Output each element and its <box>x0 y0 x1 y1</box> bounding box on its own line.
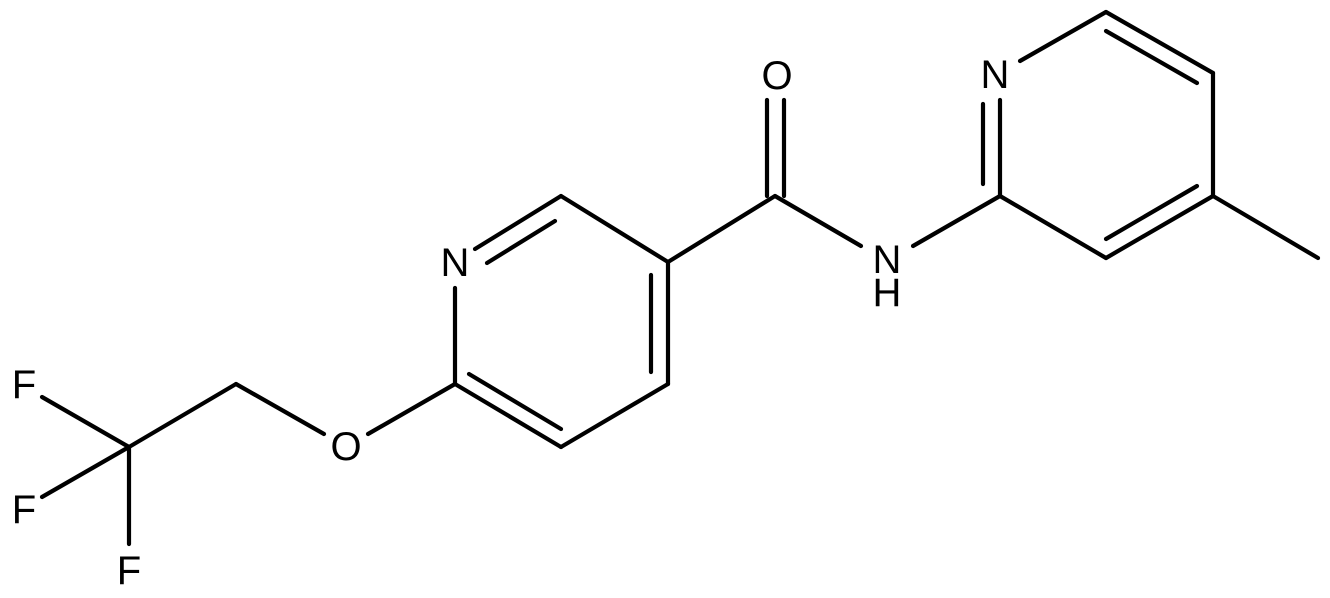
atom-label-o-carbonyl: O <box>761 54 792 98</box>
bond-methyl <box>1210 193 1321 261</box>
atom-label-n-pyridine-right: N <box>981 53 1010 97</box>
atom-label-f3: F <box>117 549 141 593</box>
bond-rc3-rc2 <box>997 193 1109 261</box>
bond-rc4-rc3-inner <box>1103 183 1200 242</box>
bond-carbonyl-n <box>772 193 864 249</box>
bond-n1-c2 <box>472 193 564 252</box>
atom-label-f1: F <box>12 363 36 407</box>
atom-label-h-amide: H <box>873 271 902 315</box>
bond-c6-o <box>365 381 458 437</box>
atom-label-n-amide: N <box>873 238 902 282</box>
bond-rc4-rc3 <box>1103 193 1216 261</box>
bond-rc6-rc5-inner <box>1103 28 1200 86</box>
bond-c4-c5 <box>558 381 671 450</box>
bond-c2-c3 <box>558 193 671 265</box>
amide-group <box>665 97 1003 265</box>
bond-cf3-f1 <box>39 394 132 450</box>
atom-label-n-pyridine-left: N <box>441 241 470 285</box>
bond-c5-c6 <box>452 381 564 450</box>
bond-rc6-rc5 <box>1103 9 1216 76</box>
bond-ch2-cf3 <box>126 381 239 450</box>
left-pyridine-ring <box>452 193 671 450</box>
bond-n1-c2-inner <box>484 218 558 266</box>
atom-label-o-ether: O <box>330 425 361 469</box>
bond-c5-c6-inner <box>466 371 564 432</box>
trifluoroethoxy-group <box>39 381 458 547</box>
bond-n-pyridyl <box>910 193 1003 249</box>
atom-label-f2: F <box>12 488 36 532</box>
bond-o-ch2 <box>233 381 327 437</box>
bond-cf3-f2 <box>39 444 132 500</box>
bond-c3-carbonyl <box>665 193 778 265</box>
right-pyridine-ring <box>980 9 1321 261</box>
bond-rn1-rc6 <box>1017 9 1109 64</box>
